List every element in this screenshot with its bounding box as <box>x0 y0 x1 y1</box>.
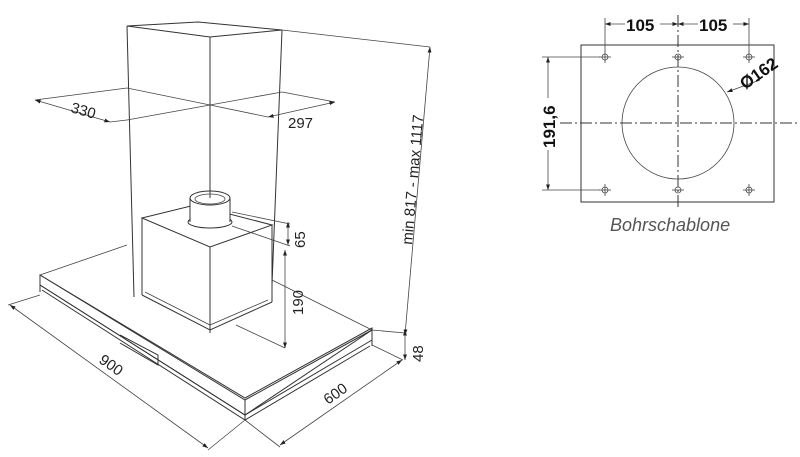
motor-box <box>140 190 291 349</box>
drilling-template: 105 105 191,6 Ø162 Bohrschablone <box>540 15 798 235</box>
dim-height-range: min 817 - max 1117 <box>399 114 427 245</box>
dim-105-left: 105 <box>626 16 654 35</box>
dim-48: 48 <box>410 345 427 362</box>
chimney <box>126 21 283 298</box>
dim-600: 600 <box>321 380 351 408</box>
dim-900: 900 <box>96 351 126 379</box>
box-dimensions: 65 190 <box>283 222 309 348</box>
dim-105-right: 105 <box>699 16 727 35</box>
dim-65: 65 <box>292 231 309 248</box>
dim-330: 330 <box>69 100 98 123</box>
template-caption: Bohrschablone <box>610 215 730 235</box>
dim-297: 297 <box>288 115 313 132</box>
mounting-holes <box>599 51 755 196</box>
dim-191-6: 191,6 <box>540 105 559 148</box>
dim-190: 190 <box>290 290 307 315</box>
dim-diameter-162: Ø162 <box>736 54 781 93</box>
chimney-dimensions: 330 297 <box>34 29 431 132</box>
